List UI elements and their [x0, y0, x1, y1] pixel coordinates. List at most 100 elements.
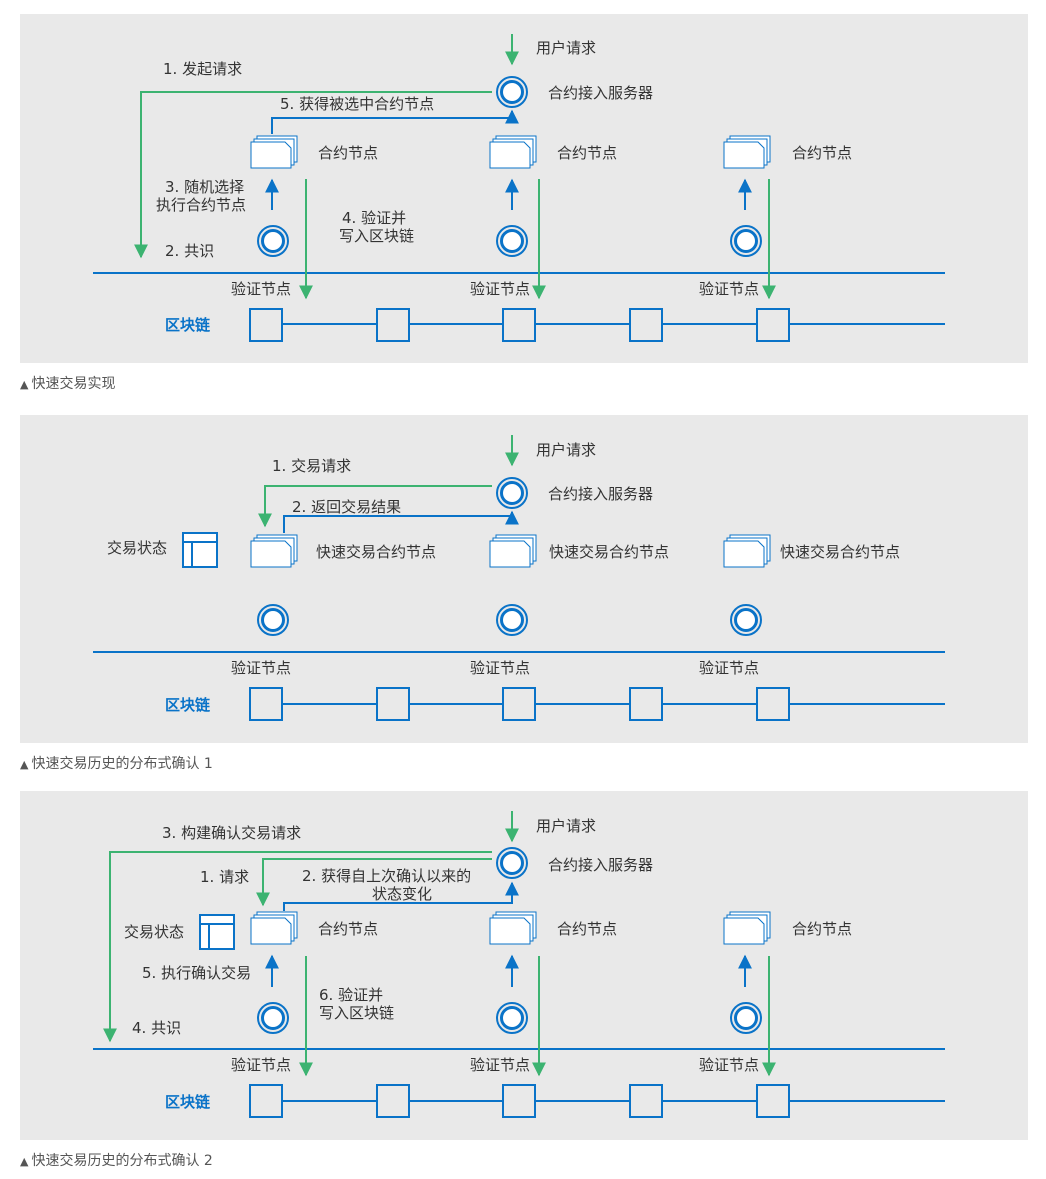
server-label: 合约接入服务器: [548, 84, 653, 102]
caption-text: 快速交易历史的分布式确认 2: [31, 1153, 213, 1169]
step4-label: 4. 验证并: [342, 209, 406, 227]
step1-arrow: [134, 91, 492, 259]
block-square-icon: [502, 308, 536, 342]
block-square-icon: [249, 687, 283, 721]
caption-text: 快速交易历史的分布式确认 1: [31, 756, 213, 772]
validator-label: 验证节点: [231, 280, 291, 298]
step2-label-2: 状态变化: [372, 885, 432, 903]
ring-node-icon: [495, 476, 529, 510]
contract-node-label: 合约节点: [792, 920, 852, 938]
triangle-up-icon: ▲: [20, 378, 29, 391]
step5-arrow: [271, 109, 519, 134]
ring-node-icon: [495, 603, 529, 637]
user-request-label: 用户请求: [536, 817, 596, 835]
ring-node-icon: [495, 75, 529, 109]
contract-node-label: 快速交易合约节点: [316, 543, 436, 561]
step3-arrow: [103, 851, 492, 1043]
caption-text: 快速交易实现: [31, 376, 116, 392]
block-square-icon: [502, 1084, 536, 1118]
diagram-1-panel: 区块链 用户请求 合约接入服务器 1. 发起请求 5. 获得被选中合约节点 合约…: [20, 14, 1028, 363]
user-request-label: 用户请求: [536, 441, 596, 459]
validator-label: 验证节点: [231, 1056, 291, 1074]
validator-label: 验证节点: [470, 280, 530, 298]
step1-label: 1. 请求: [200, 868, 249, 886]
step1-label: 1. 交易请求: [272, 457, 351, 475]
step2-label: 2. 返回交易结果: [292, 498, 401, 516]
step5-label: 5. 获得被选中合约节点: [280, 95, 434, 113]
step6-label: 6. 验证并: [319, 986, 383, 1004]
server-label: 合约接入服务器: [548, 485, 653, 503]
ring-node-icon: [495, 846, 529, 880]
contract-node-label: 快速交易合约节点: [549, 543, 669, 561]
block-square-icon: [249, 1084, 283, 1118]
grid-table-icon: [182, 532, 218, 568]
blockchain-label: 区块链: [165, 1093, 211, 1111]
validator-label: 验证节点: [699, 1056, 759, 1074]
stacked-pages-icon: [723, 534, 771, 568]
contract-node-label: 合约节点: [318, 920, 378, 938]
stacked-pages-icon: [489, 911, 537, 945]
block-square-icon: [629, 1084, 663, 1118]
stacked-pages-icon: [489, 135, 537, 169]
step2-label: 2. 共识: [165, 242, 214, 260]
block-square-icon: [376, 308, 410, 342]
step1-arrow: [258, 485, 492, 528]
validator-label: 验证节点: [231, 659, 291, 677]
ring-node-icon: [729, 224, 763, 258]
diagram-3-panel: 区块链 用户请求 合约接入服务器 3. 构建确认交易请求 1. 请求 2. 获得…: [20, 791, 1028, 1140]
block-square-icon: [756, 308, 790, 342]
contract-node-label: 合约节点: [557, 920, 617, 938]
step4-label-2: 写入区块链: [339, 227, 414, 245]
block-square-icon: [756, 687, 790, 721]
step1-arrow: [256, 858, 492, 907]
validator-label: 验证节点: [699, 659, 759, 677]
ring-node-icon: [495, 224, 529, 258]
validator-label: 验证节点: [699, 280, 759, 298]
triangle-up-icon: ▲: [20, 758, 29, 771]
block-square-icon: [502, 687, 536, 721]
block-square-icon: [629, 687, 663, 721]
step5-label: 5. 执行确认交易: [142, 964, 251, 982]
validator-label: 验证节点: [470, 1056, 530, 1074]
stacked-pages-icon: [723, 135, 771, 169]
contract-node-label: 合约节点: [557, 144, 617, 162]
stacked-pages-icon: [250, 135, 298, 169]
step3-label-2: 执行合约节点: [156, 196, 246, 214]
block-square-icon: [756, 1084, 790, 1118]
step6-label-2: 写入区块链: [319, 1004, 394, 1022]
block-square-icon: [629, 308, 663, 342]
block-square-icon: [376, 687, 410, 721]
blockchain-label: 区块链: [165, 696, 211, 714]
server-label: 合约接入服务器: [548, 856, 653, 874]
step4-label: 4. 共识: [132, 1019, 181, 1037]
step3-label: 3. 构建确认交易请求: [162, 824, 301, 842]
ring-node-icon: [495, 1001, 529, 1035]
validator-label: 验证节点: [470, 659, 530, 677]
diagram-2-svg: 区块链 用户请求 合约接入服务器 1. 交易请求 2. 返回交易结果 交易状态 …: [93, 435, 945, 721]
state-label: 交易状态: [124, 923, 184, 941]
step2-label: 2. 获得自上次确认以来的: [302, 867, 471, 885]
triangle-up-icon: ▲: [20, 1155, 29, 1168]
ring-node-icon: [256, 1001, 290, 1035]
step2-arrow: [283, 510, 519, 533]
grid-table-icon: [199, 914, 235, 950]
diagram-1-svg: 区块链 用户请求 合约接入服务器 1. 发起请求 5. 获得被选中合约节点 合约…: [93, 34, 945, 342]
diagram-2-caption: ▲快速交易历史的分布式确认 1: [20, 753, 213, 773]
blockchain-label: 区块链: [165, 316, 211, 334]
diagram-2-panel: 区块链 用户请求 合约接入服务器 1. 交易请求 2. 返回交易结果 交易状态 …: [20, 415, 1028, 743]
user-request-label: 用户请求: [536, 39, 596, 57]
diagram-3-svg: 区块链 用户请求 合约接入服务器 3. 构建确认交易请求 1. 请求 2. 获得…: [93, 811, 945, 1118]
stacked-pages-icon: [489, 534, 537, 568]
contract-node-label: 快速交易合约节点: [780, 543, 900, 561]
ring-node-icon: [256, 603, 290, 637]
stacked-pages-icon: [250, 534, 298, 568]
step2-arrow: [283, 881, 519, 911]
state-label: 交易状态: [107, 539, 167, 557]
stacked-pages-icon: [250, 911, 298, 945]
ring-node-icon: [729, 1001, 763, 1035]
step1-label: 1. 发起请求: [163, 60, 242, 78]
stacked-pages-icon: [723, 911, 771, 945]
diagram-3-caption: ▲快速交易历史的分布式确认 2: [20, 1150, 213, 1170]
diagram-1-caption: ▲快速交易实现: [20, 373, 115, 393]
contract-node-label: 合约节点: [792, 144, 852, 162]
